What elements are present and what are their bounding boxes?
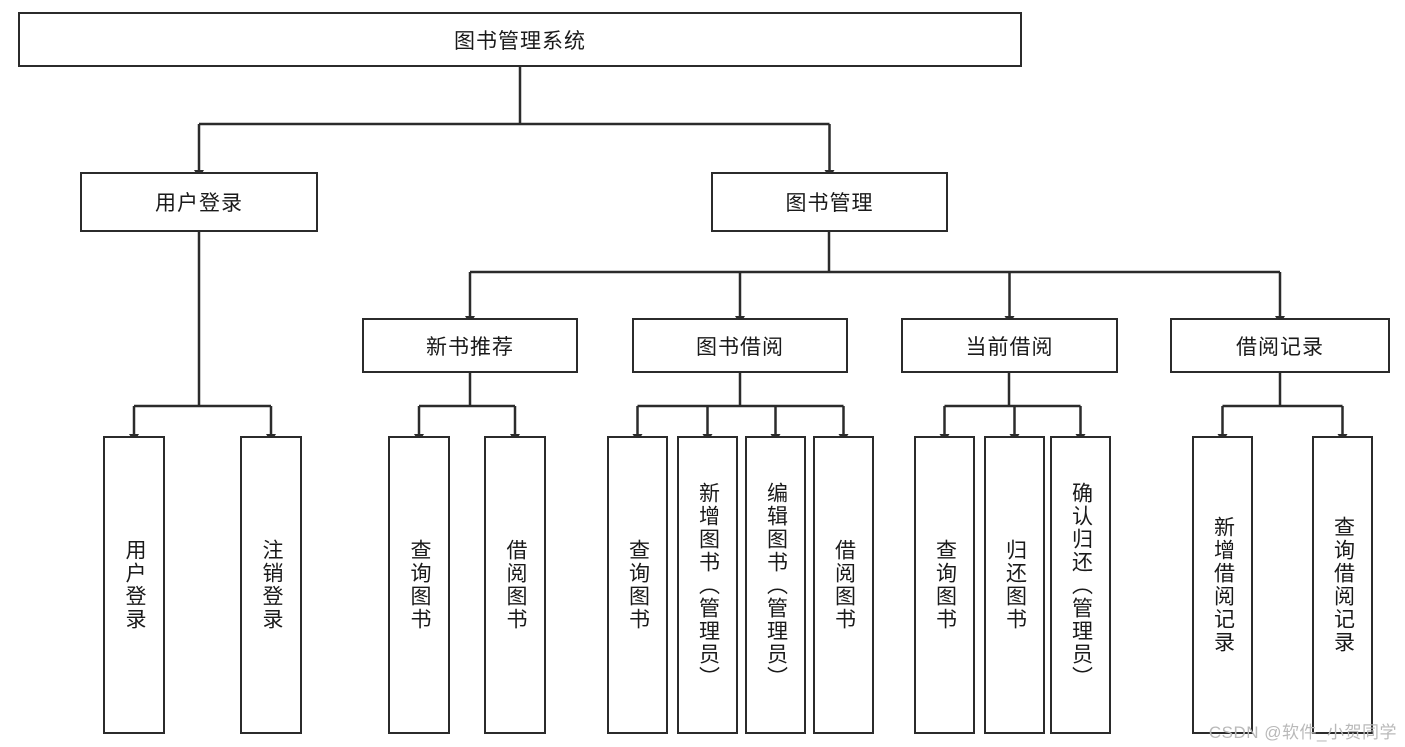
node-label: 当前借阅: [965, 335, 1054, 359]
node-label: 查询图书: [626, 539, 650, 631]
node-label: 借阅记录: [1236, 335, 1324, 359]
node-newbook-1[interactable]: 查询图书: [388, 436, 450, 734]
node-current-3[interactable]: 确认归还（管理员）: [1050, 436, 1111, 734]
node-label: 新增图书（管理员）: [696, 481, 720, 689]
node-records[interactable]: 借阅记录: [1170, 318, 1390, 373]
node-records-2[interactable]: 查询借阅记录: [1312, 436, 1373, 734]
node-current-2[interactable]: 归还图书: [984, 436, 1045, 734]
node-borrow[interactable]: 图书借阅: [632, 318, 848, 373]
node-borrow-4[interactable]: 借阅图书: [813, 436, 874, 734]
node-label: 查询图书: [408, 539, 432, 631]
node-label: 查询图书: [933, 539, 957, 631]
node-newbook[interactable]: 新书推荐: [362, 318, 578, 373]
node-label: 用户登录: [123, 539, 147, 631]
connector-group: [129, 67, 1348, 442]
node-login-1[interactable]: 用户登录: [103, 436, 165, 734]
node-bookmgmt[interactable]: 图书管理: [711, 172, 948, 232]
node-current-1[interactable]: 查询图书: [914, 436, 975, 734]
node-label: 借阅图书: [832, 539, 856, 631]
node-records-1[interactable]: 新增借阅记录: [1192, 436, 1253, 734]
node-borrow-1[interactable]: 查询图书: [607, 436, 668, 734]
node-borrow-2[interactable]: 新增图书（管理员）: [677, 436, 738, 734]
node-label: 图书借阅: [696, 335, 784, 359]
node-newbook-2[interactable]: 借阅图书: [484, 436, 546, 734]
node-label: 用户登录: [155, 192, 243, 215]
node-login[interactable]: 用户登录: [80, 172, 318, 232]
node-current[interactable]: 当前借阅: [901, 318, 1118, 373]
node-label: 确认归还（管理员）: [1069, 481, 1093, 689]
node-label: 编辑图书（管理员）: [764, 481, 788, 689]
node-label: 新书推荐: [426, 335, 514, 359]
node-label: 图书管理: [785, 192, 874, 215]
node-label: 查询借阅记录: [1331, 516, 1355, 654]
node-label: 图书管理系统: [454, 29, 586, 53]
node-login-2[interactable]: 注销登录: [240, 436, 302, 734]
node-label: 归还图书: [1003, 539, 1027, 631]
node-root[interactable]: 图书管理系统: [18, 12, 1022, 67]
node-label: 新增借阅记录: [1211, 516, 1235, 654]
node-label: 借阅图书: [504, 539, 528, 631]
node-label: 注销登录: [260, 539, 284, 631]
node-borrow-3[interactable]: 编辑图书（管理员）: [745, 436, 806, 734]
